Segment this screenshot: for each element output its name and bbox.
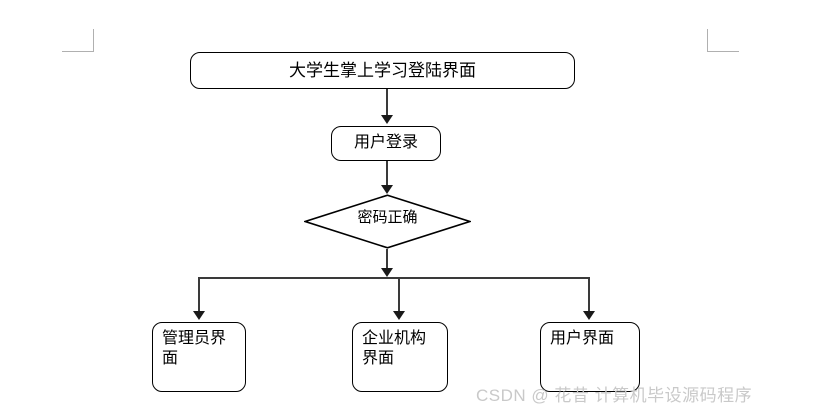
arrowhead-title-to-login-icon: [381, 115, 393, 124]
connector-bus-to-org: [398, 277, 400, 313]
flow-node-decision-label: 密码正确: [357, 210, 418, 226]
flow-node-title: 大学生掌上学习登陆界面: [190, 52, 575, 89]
arrowhead-login-to-decision-icon: [381, 185, 393, 194]
margin-corner-top-right-icon: [707, 29, 739, 52]
connector-title-to-login: [386, 89, 388, 117]
flow-node-org: 企业机构 界面: [352, 322, 448, 392]
flow-node-admin: 管理员界 面: [152, 322, 246, 392]
flow-node-decision: 密码正确: [304, 194, 471, 249]
diamond-shape-icon: [304, 194, 471, 249]
csdn-watermark: CSDN @ 花昔 计算机毕设源码程序: [476, 386, 753, 405]
connector-login-to-decision: [386, 161, 388, 187]
connector-decision-to-bus: [386, 249, 388, 271]
arrowhead-bus-to-admin-icon: [193, 311, 205, 320]
arrowhead-decision-to-bus-icon: [381, 268, 393, 277]
arrowhead-bus-to-org-icon: [393, 311, 405, 320]
flow-node-login: 用户登录: [331, 126, 441, 161]
arrowhead-bus-to-user-icon: [583, 311, 595, 320]
connector-bus-to-user: [588, 277, 590, 313]
flow-node-user: 用户界面: [540, 322, 640, 392]
connector-branch-bus: [198, 277, 590, 279]
connector-bus-to-admin: [198, 277, 200, 313]
margin-corner-top-left-icon: [62, 29, 94, 52]
